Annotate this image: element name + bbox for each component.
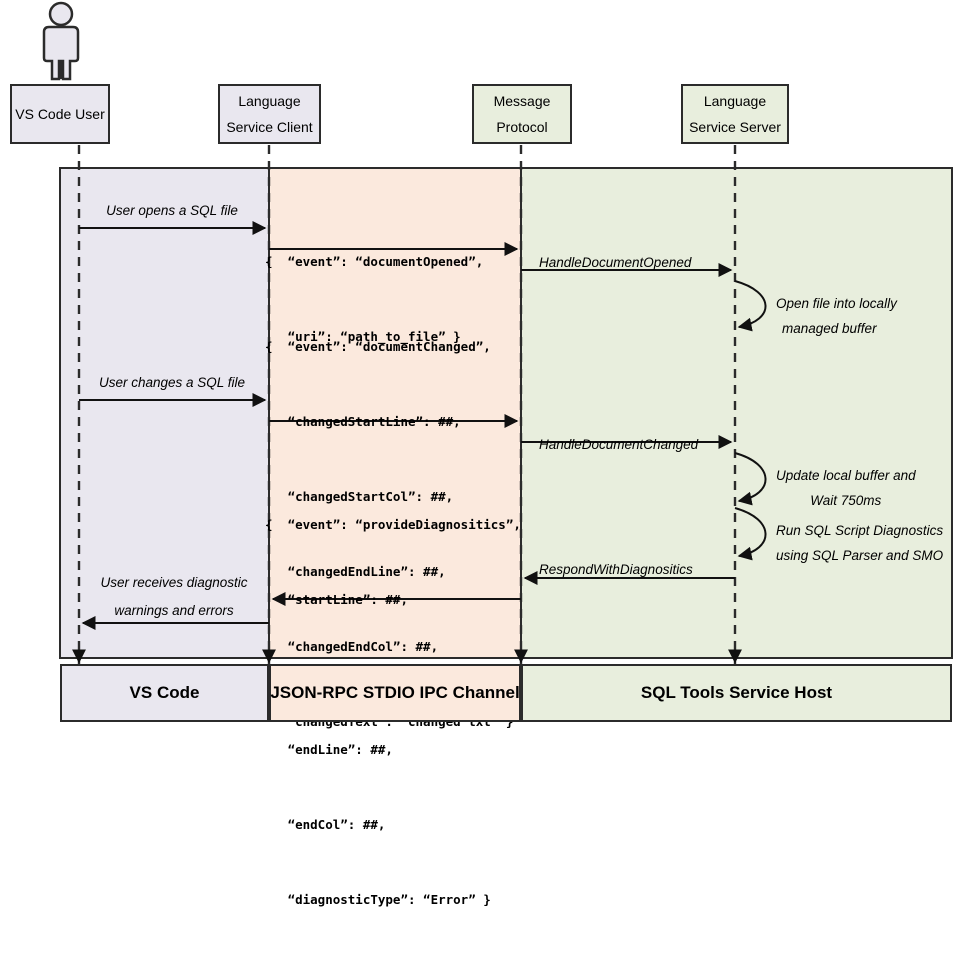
note-line: Run SQL Script Diagnostics: [776, 523, 944, 538]
message-label-handle-document-opened: HandleDocumentOpened: [539, 255, 692, 270]
note-line: using SQL Parser and SMO: [776, 548, 944, 563]
payload-line: { “event”: “documentOpened”,: [265, 254, 484, 269]
message-label-respond-with-diagnositics: RespondWithDiagnositics: [539, 562, 693, 577]
note-line: managed buffer: [782, 321, 877, 336]
payload-line: “endLine”: ##,: [265, 742, 393, 757]
payload-document-opened: { “event”: “documentOpened”, “uri”: “pat…: [265, 199, 483, 399]
sequence-diagram: VS Code User Language Service Client Mes…: [10, 1, 953, 907]
participant-label-line2: Service Client: [226, 119, 313, 135]
participant-language-service-client[interactable]: Language Service Client: [218, 84, 321, 144]
participant-label-line1: Language: [703, 93, 767, 109]
message-label-user-receives-diagnostics-line2: warnings and errors: [114, 603, 234, 618]
participant-language-service-server[interactable]: Language Service Server: [681, 84, 789, 144]
lane-vs-code: [59, 167, 270, 659]
message-label-user-opens-file: User opens a SQL file: [106, 203, 238, 218]
footer-label: VS Code: [129, 683, 200, 702]
selfloop-open-file: [734, 280, 767, 332]
payload-line: “uri”: “path_to_file” }: [265, 329, 461, 344]
footer-vs-code[interactable]: VS Code: [60, 664, 269, 722]
payload-line: “changedStartLine”: ##,: [265, 414, 461, 429]
participant-label-line1: Language: [238, 93, 301, 109]
participant-vs-code-user[interactable]: VS Code User: [10, 84, 110, 144]
payload-line: “changedStartCol”: ##,: [265, 489, 454, 504]
payload-line: “changedEndCol”: ##,: [265, 639, 439, 654]
payload-line: { “event”: “provideDiagnositics”,: [265, 517, 521, 532]
footer-sql-tools-service-host[interactable]: SQL Tools Service Host: [521, 664, 952, 722]
payload-line: “changedEndLine”: ##,: [265, 564, 446, 579]
selfloop-run-diagnostics: [734, 507, 767, 561]
footer-label: SQL Tools Service Host: [640, 683, 833, 702]
participant-label-line1: Message: [493, 93, 551, 109]
note-line: Open file into locally: [776, 296, 897, 311]
note-open-file: Open file into locally managed buffer: [776, 291, 897, 341]
diagram-canvas: [42, 1, 953, 665]
note-line: Wait 750ms: [810, 493, 882, 508]
participant-label-line2: Protocol: [496, 119, 548, 135]
payload-line: “startLine”: ##,: [265, 592, 408, 607]
participant-label: VS Code User: [15, 106, 105, 122]
payload-line: “endCol”: ##,: [265, 817, 386, 832]
person-icon: [42, 1, 80, 81]
selfloop-update-wait: [734, 452, 767, 506]
participant-label-line2: Service Server: [689, 119, 781, 135]
note-update-wait: Update local buffer and Wait 750ms: [776, 463, 916, 513]
message-label-handle-document-changed: HandleDocumentChanged: [539, 437, 699, 452]
footer-jsonrpc-stdio-ipc-channel[interactable]: JSON-RPC STDIO IPC Channel: [269, 664, 521, 722]
message-label-user-changes-file: User changes a SQL file: [98, 375, 246, 390]
participant-message-protocol[interactable]: Message Protocol: [472, 84, 572, 144]
lane-server: [520, 167, 953, 659]
note-run-diagnostics: Run SQL Script Diagnostics using SQL Par…: [776, 518, 943, 568]
payload-line: “diagnosticType”: “Error” }: [265, 892, 491, 907]
note-line: Update local buffer and: [776, 468, 916, 483]
message-label-user-receives-diagnostics-line1: User receives diagnostic: [100, 575, 248, 590]
payload-line: { “event”: “documentChanged”,: [265, 339, 491, 354]
footer-label: JSON-RPC STDIO IPC Channel: [270, 683, 520, 702]
